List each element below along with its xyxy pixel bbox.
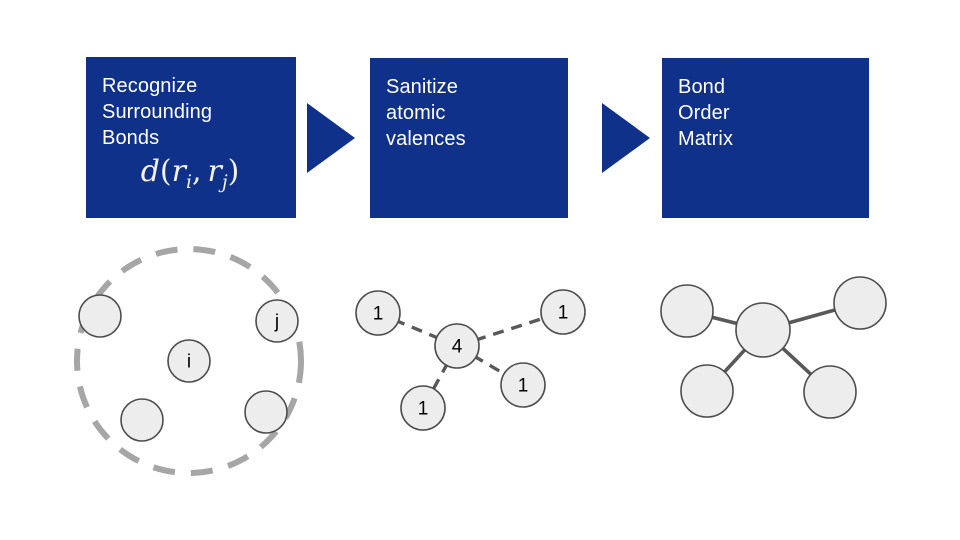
- cutoff-sphere-dashed-circle: [74, 246, 304, 476]
- arrow-sanitize-to-bond-order-matrix: [602, 103, 650, 173]
- bond-node-upper-right: [833, 276, 887, 330]
- bond-node-lower-left: [680, 364, 734, 418]
- valence-node-upper-left-label: 1: [373, 304, 384, 325]
- stage-formula-distance: d(ri, rj): [102, 155, 282, 200]
- illustration-valence-graph: 1 1 1 1 4: [355, 289, 586, 431]
- valence-node-center: 4: [434, 323, 480, 369]
- illustration-neighborhood-graph: j i: [74, 246, 304, 476]
- valence-node-lower-right-label: 1: [518, 376, 529, 397]
- valence-node-lower-left: 1: [400, 385, 446, 431]
- bond-dashed-center-upper-right: [456, 310, 564, 348]
- bond-solid-center-upper-right: [762, 301, 861, 332]
- valence-node-upper-right: 1: [540, 289, 586, 335]
- atom-node-upper-left: [78, 294, 122, 338]
- bond-dashed-center-upper-left: [377, 311, 458, 348]
- bond-dashed-center-lower-right: [456, 344, 524, 387]
- stage-box-recognize: Recognize Surrounding Bonds d(ri, rj): [86, 57, 296, 218]
- atom-node-i-label: i: [187, 352, 191, 373]
- formula-arg1-subscript: i: [185, 172, 192, 193]
- formula-comma: ,: [191, 154, 208, 189]
- bond-solid-center-lower-right: [761, 328, 832, 394]
- atom-node-lower-left: [120, 398, 164, 442]
- formula-arg1: r: [171, 154, 186, 189]
- bond-solid-center-upper-left: [686, 309, 764, 332]
- bond-solid-center-lower-left: [705, 328, 765, 393]
- valence-node-lower-left-label: 1: [418, 399, 429, 420]
- valence-node-center-label: 4: [452, 337, 463, 358]
- bond-node-center: [735, 302, 791, 358]
- formula-open-paren: (: [159, 154, 172, 189]
- valence-node-upper-right-label: 1: [558, 303, 569, 324]
- formula-close-paren: ): [227, 154, 240, 189]
- bond-node-lower-right: [803, 365, 857, 419]
- bond-dashed-center-lower-left: [421, 345, 459, 409]
- stage-title-sanitize: Sanitize atomic valences: [386, 76, 466, 150]
- stage-title-recognize: Recognize Surrounding Bonds: [102, 75, 213, 149]
- formula-function: d: [140, 154, 160, 189]
- atom-node-j-label: j: [274, 312, 279, 333]
- stage-title-bond-order-matrix: Bond Order Matrix: [678, 76, 734, 150]
- stage-box-sanitize: Sanitize atomic valences: [370, 58, 568, 218]
- formula-arg2-subscript: j: [221, 172, 228, 193]
- stage-box-bond-order-matrix: Bond Order Matrix: [662, 58, 869, 218]
- arrow-recognize-to-sanitize: [307, 103, 355, 173]
- atom-node-lower-right: [244, 390, 288, 434]
- formula-arg2: r: [207, 154, 222, 189]
- bond-node-upper-left: [660, 284, 714, 338]
- valence-node-lower-right: 1: [500, 362, 546, 408]
- illustration-bond-graph: [660, 276, 887, 419]
- atom-node-j: j: [255, 299, 299, 343]
- atom-node-i: i: [167, 339, 211, 383]
- valence-node-upper-left: 1: [355, 290, 401, 336]
